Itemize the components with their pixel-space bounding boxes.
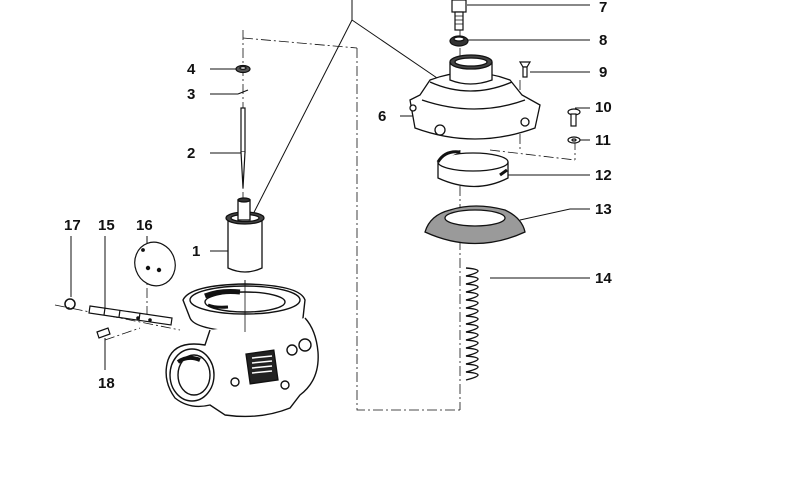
label-part-12: 12 [595, 167, 612, 184]
part-12-ring [436, 150, 509, 188]
label-part-13: 13 [595, 201, 612, 218]
leader-lines [70, 4, 590, 370]
part-7-screw [451, 0, 467, 31]
label-part-8: 8 [599, 32, 608, 49]
carburetor-body [165, 280, 319, 418]
leader-5 [244, 0, 441, 231]
part-6-cover [409, 54, 541, 140]
label-part-11: 11 [595, 132, 611, 149]
label-part-18: 18 [98, 375, 115, 392]
part-18-screw [96, 327, 111, 339]
part-16-throttle-plate [134, 241, 176, 287]
label-part-15: 15 [98, 217, 115, 234]
part-4-washer [235, 64, 251, 74]
part-17-o-ring [64, 298, 76, 310]
label-part-4: 4 [187, 61, 196, 78]
label-part-7: 7 [599, 0, 608, 16]
part-2-needle [240, 107, 246, 189]
label-part-17: 17 [64, 217, 81, 234]
part-3-clip [237, 89, 249, 95]
label-part-1: 1 [192, 243, 201, 260]
part-9-screw [518, 61, 532, 78]
part-13-diaphragm [424, 205, 526, 245]
part-1-sleeve [225, 197, 265, 273]
part-8-nut [449, 35, 469, 47]
label-part-9: 9 [599, 64, 608, 81]
part-15-shaft [88, 305, 173, 326]
label-part-3: 3 [187, 86, 196, 103]
label-part-2: 2 [187, 145, 196, 162]
label-part-6: 6 [378, 108, 387, 125]
part-10-screw [567, 108, 581, 127]
part-11-washer [567, 136, 581, 144]
part-14-spring [465, 267, 479, 381]
label-part-10: 10 [595, 99, 612, 116]
label-part-16: 16 [136, 217, 153, 234]
label-part-14: 14 [595, 270, 612, 287]
